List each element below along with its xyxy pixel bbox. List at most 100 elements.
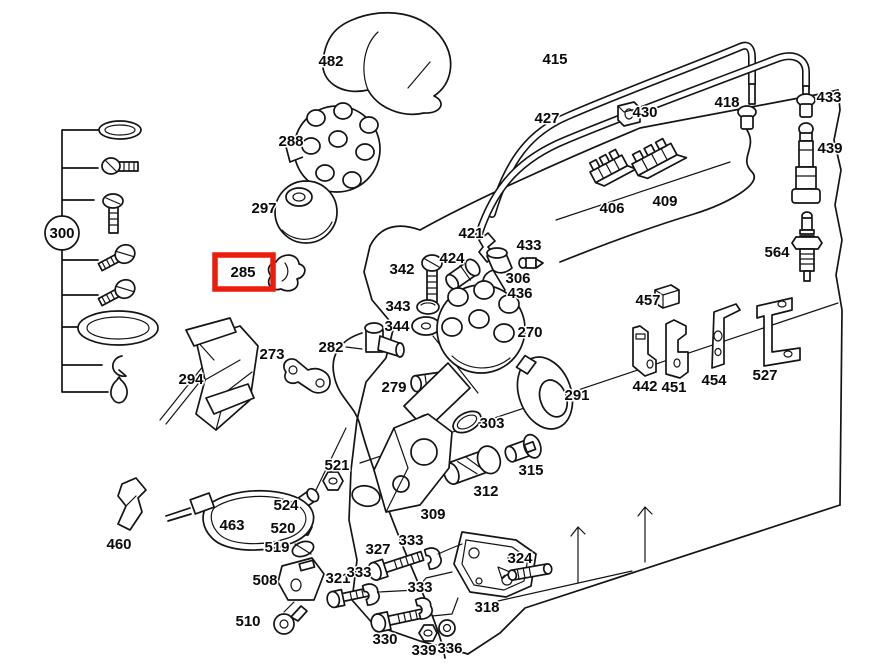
screw-side (101, 157, 139, 175)
pipe-415 (488, 41, 756, 218)
part-433-bullet-connector (518, 257, 544, 269)
part-label-321-32: 321 (325, 570, 350, 587)
circled-group-label (44, 215, 80, 251)
part-303-o-ring (452, 410, 482, 434)
bolt-diag-1 (97, 243, 136, 272)
part-344-washer (411, 316, 479, 394)
part-label-315-20: 315 (518, 462, 543, 479)
part-label-524-23: 524 (273, 497, 299, 514)
part-label-454-52: 454 (701, 372, 727, 389)
highlight-layer (212, 252, 276, 292)
c-clip (111, 355, 127, 377)
part-333-clamp-1 (423, 547, 442, 571)
part-273-contact-lever (283, 358, 331, 394)
part-282-elbow-connector (364, 322, 405, 358)
part-label-457-49: 457 (635, 292, 660, 309)
part-label-482-0: 482 (318, 53, 343, 70)
part-519-clip (291, 540, 315, 558)
pipe-427 (475, 52, 810, 238)
part-508-bracket (277, 557, 325, 613)
part-label-288-1: 288 (278, 133, 303, 150)
highlight-box-285 (212, 252, 276, 292)
part-333-clamp-2 (361, 583, 380, 607)
part-442-bracket (632, 325, 657, 377)
part-521-nut (322, 471, 344, 491)
part-label-463-28: 463 (219, 517, 244, 534)
part-294-bracket-assembly (159, 317, 259, 431)
part-460-bracket (117, 477, 147, 531)
part-318-cover-plate (453, 531, 537, 598)
part-label-406-43: 406 (599, 200, 624, 217)
part-label-527-53: 527 (752, 367, 777, 384)
part-336-washer (438, 619, 456, 637)
part-label-442-50: 442 (632, 378, 657, 395)
part-297-dust-cover (274, 180, 338, 244)
part-label-339-36: 339 (411, 642, 436, 659)
part-406-cable-holder (588, 148, 637, 187)
part-339-nut (418, 624, 438, 642)
part-315-coupling (504, 433, 542, 463)
circled-group-label-text: 300 (49, 225, 74, 242)
part-312-coupling (442, 445, 502, 485)
part-433-top-connector (796, 93, 816, 118)
pipe-415-tip (748, 83, 756, 105)
leader-lines-bottom (377, 543, 633, 617)
o-ring-small (98, 120, 142, 140)
part-285-rotor (267, 254, 306, 292)
part-463-cable-tie (165, 489, 315, 551)
part-label-285-3: 285 (230, 264, 255, 281)
part-label-451-51: 451 (661, 379, 686, 396)
part-label-519-25: 519 (264, 539, 289, 556)
bolt-diag-2 (97, 278, 136, 307)
part-label-424-12: 424 (439, 250, 465, 267)
part-label-273-4: 273 (259, 346, 284, 363)
part-482-cover-boot (322, 11, 452, 116)
part-label-297-2: 297 (251, 200, 276, 217)
part-288-distributor-cap (284, 102, 381, 193)
part-label-439-47: 439 (817, 140, 842, 157)
retainer-pin (110, 376, 128, 404)
part-342-screw (421, 254, 443, 303)
cable-282 (332, 332, 446, 659)
part-label-409-44: 409 (652, 193, 677, 210)
part-label-309-21: 309 (420, 506, 445, 523)
part-label-415-40: 415 (542, 51, 567, 68)
part-label-333-34: 333 (407, 579, 432, 596)
part-label-306-14: 306 (505, 270, 530, 287)
part-label-333-33: 333 (346, 564, 371, 581)
part-309-support-bracket (351, 413, 453, 513)
part-label-510-27: 510 (235, 613, 260, 630)
fastener-group-300 (61, 120, 159, 404)
leader-282 (345, 346, 363, 350)
part-label-427-41: 427 (534, 110, 559, 127)
rod-524 (315, 427, 347, 491)
part-label-343-9: 343 (385, 298, 410, 315)
part-label-421-11: 421 (458, 225, 483, 242)
part-291-bell-cover (515, 354, 574, 430)
part-label-436-15: 436 (507, 285, 532, 302)
part-label-333-31: 333 (398, 532, 423, 549)
part-454-bracket (711, 303, 741, 369)
wire-418 (559, 129, 755, 263)
part-439-plug-connector (791, 122, 821, 204)
part-label-521-22: 521 (324, 457, 349, 474)
part-327-bolt (367, 550, 425, 581)
part-label-270-16: 270 (517, 324, 542, 341)
part-333-clamp-3 (414, 597, 433, 621)
part-label-312-19: 312 (473, 483, 498, 500)
cables (315, 129, 755, 659)
part-label-291-17: 291 (564, 387, 589, 404)
part-330-bolt (370, 608, 425, 633)
part-564-spark-plug (791, 211, 823, 282)
part-label-460-29: 460 (106, 536, 131, 553)
part-label-324-39: 324 (507, 550, 533, 567)
part-label-520-24: 520 (270, 520, 295, 537)
part-label-564-48: 564 (764, 244, 790, 261)
part-label-342-8: 342 (389, 261, 414, 278)
gasket-ring (77, 310, 159, 346)
part-label-433-46: 433 (816, 89, 841, 106)
part-label-303-18: 303 (479, 415, 504, 432)
part-label-344-10: 344 (384, 318, 410, 335)
